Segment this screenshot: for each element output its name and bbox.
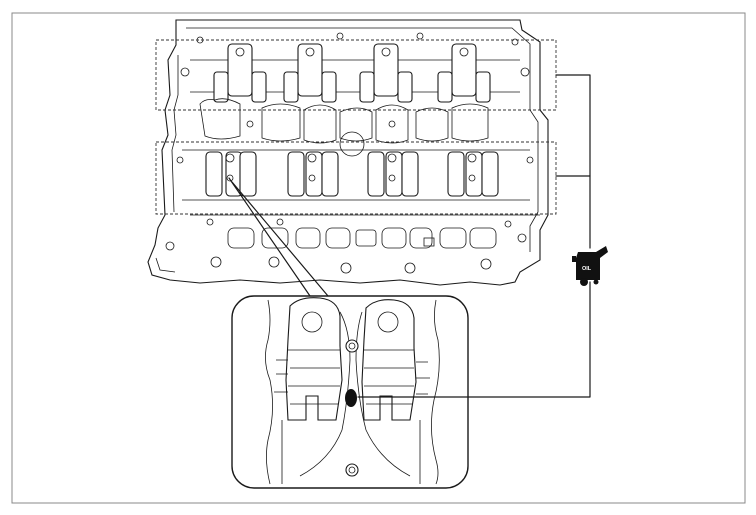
oil-can-icon: OIL [572, 246, 608, 286]
intake-ports [155, 214, 540, 274]
camshaft-carrier-top [180, 32, 530, 103]
rocker-arm-row [176, 149, 534, 201]
bolt-upper [345, 339, 359, 353]
rocker-arm-left [274, 297, 343, 421]
oil-can-label: OIL [582, 266, 592, 272]
cylinder-head [147, 19, 549, 286]
oil-application-point [345, 389, 357, 407]
rocker-arm-right [361, 299, 430, 421]
oil-leader-line [357, 281, 591, 398]
callout-lines [228, 177, 329, 297]
web-right-contour [355, 311, 411, 477]
bracket-connector [555, 74, 591, 249]
bolt-lower [345, 463, 359, 477]
detail-view [231, 295, 469, 489]
selection-box-bottom [155, 141, 557, 215]
